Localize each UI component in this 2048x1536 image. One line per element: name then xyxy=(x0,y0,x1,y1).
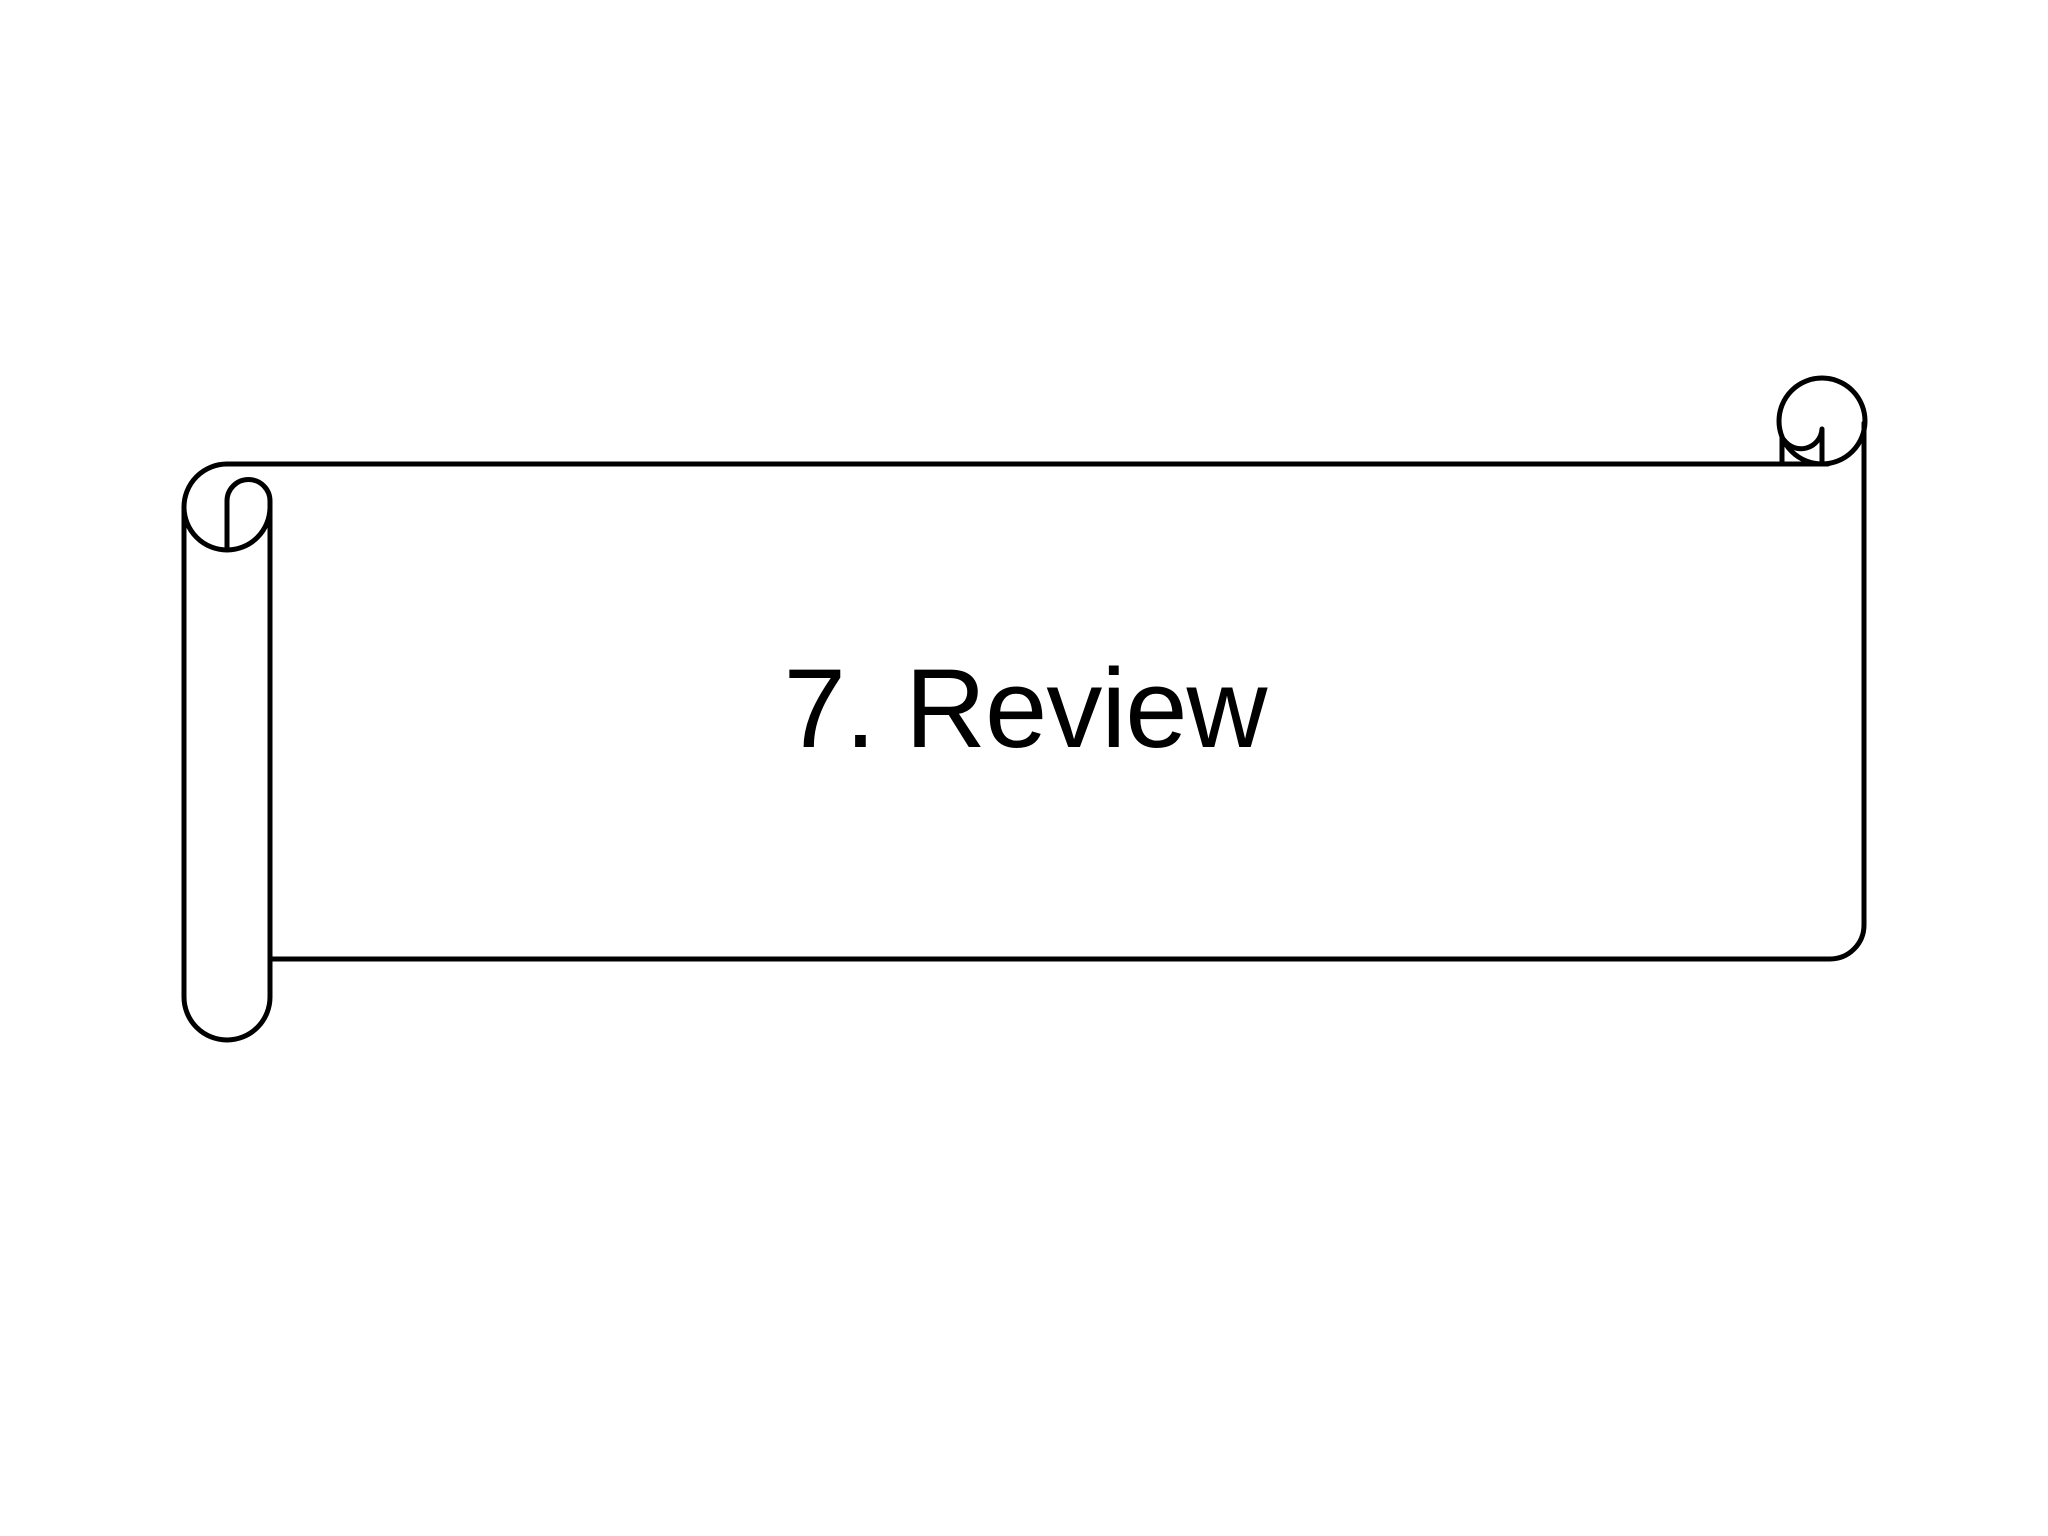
scroll-left-roll-curl xyxy=(224,477,273,552)
scroll-banner-strokes xyxy=(181,375,1868,1043)
scroll-right-roll-curl xyxy=(1781,426,1825,467)
scroll-sheet-right-bottom-edge xyxy=(267,420,1867,962)
slide-title: 7. Review xyxy=(783,645,1268,771)
slide-title-block: 7. Review xyxy=(184,464,1866,959)
scroll-left-roll-outline xyxy=(181,461,273,1043)
